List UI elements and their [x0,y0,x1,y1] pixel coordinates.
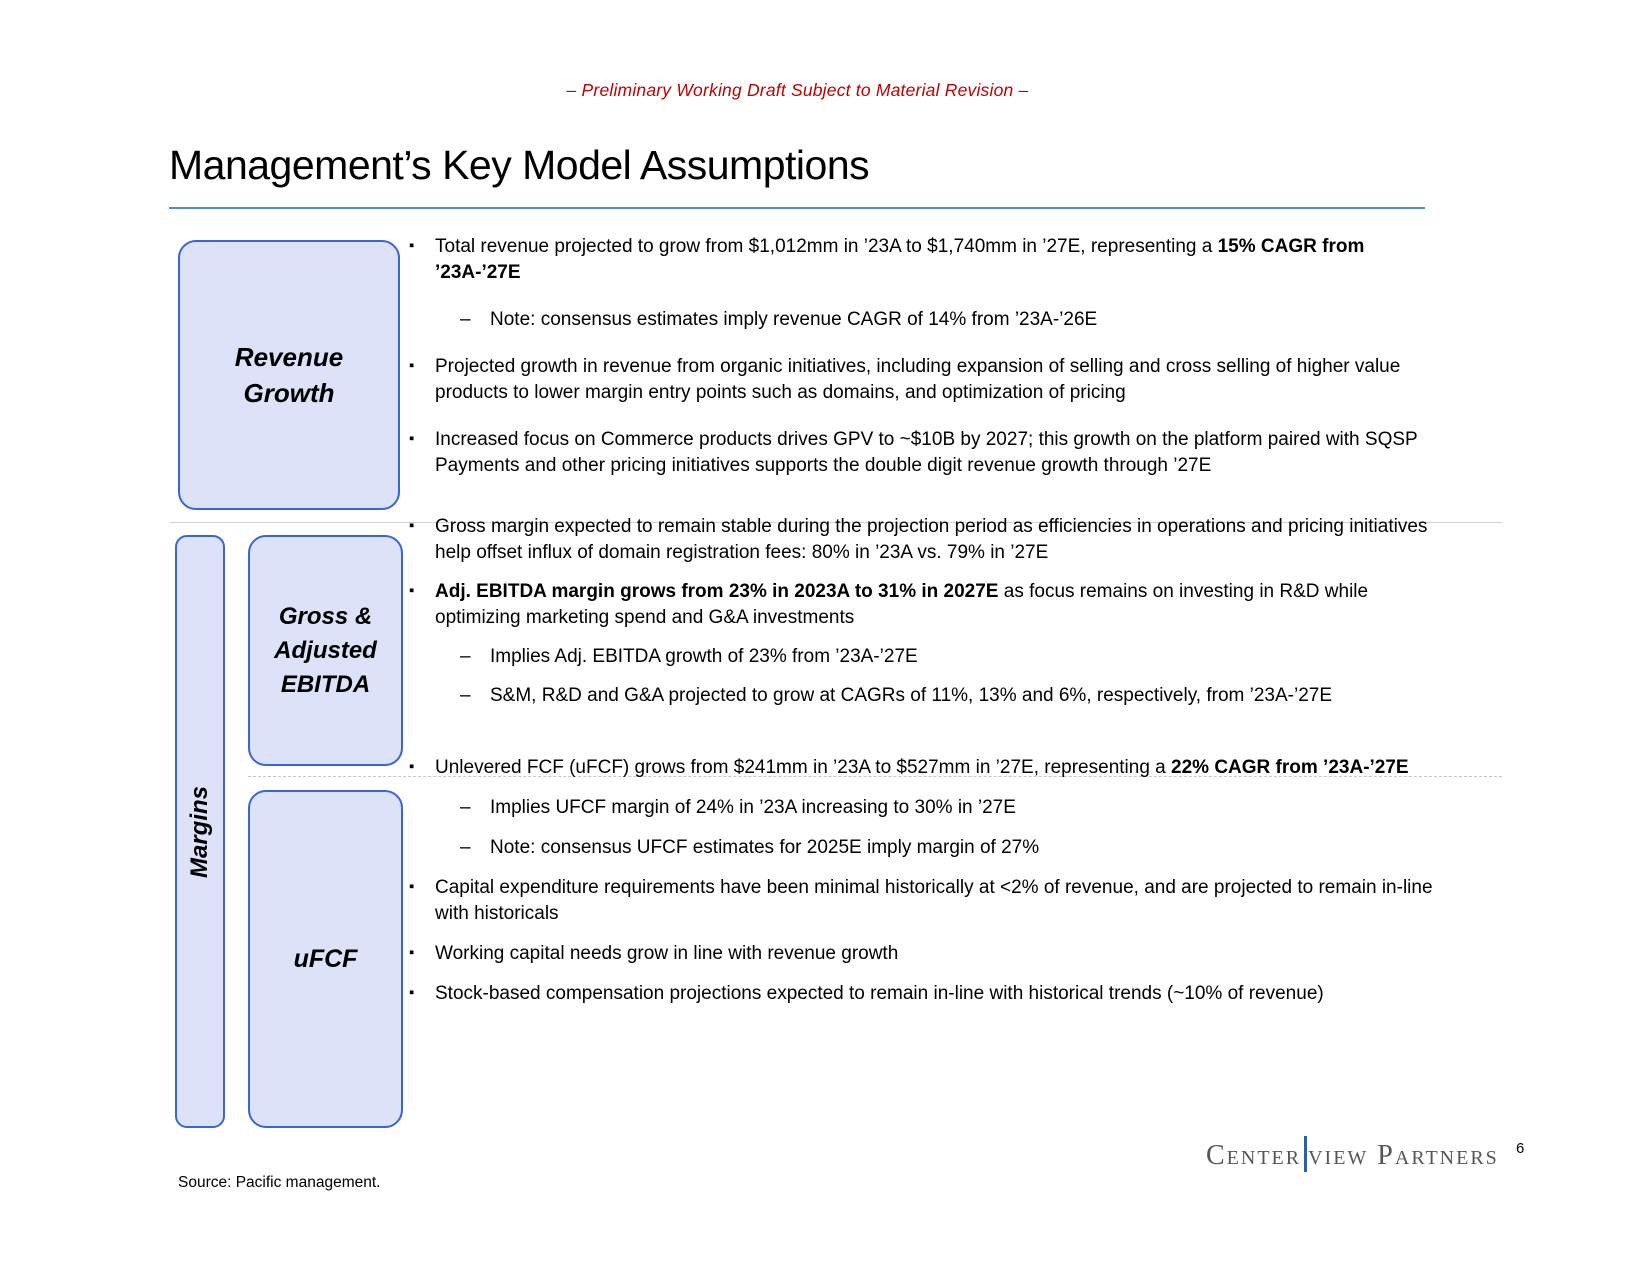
bullet-text: Implies UFCF margin of 24% in ’23A incre… [490,797,1016,818]
sub-bullet-item: Implies Adj. EBITDA growth of 23% from ’… [460,644,1453,670]
label-box-revenue-growth: Revenue Growth [178,240,400,510]
bullet-text-bold: 22% CAGR from ’23A-’27E [1171,757,1409,778]
label-box-gross-adjusted-ebitda: Gross & Adjusted EBITDA [248,535,403,766]
sub-bullet-item: Implies UFCF margin of 24% in ’23A incre… [460,795,1453,821]
sub-bullet-item: Note: consensus UFCF estimates for 2025E… [460,835,1453,861]
bullet-item: Increased focus on Commerce products dri… [408,426,1440,479]
gross-adjusted-ebitda-bullets: Gross margin expected to remain stable d… [408,513,1453,722]
page-title: Management’s Key Model Assumptions [169,142,870,188]
page-number: 6 [1516,1140,1525,1157]
bullet-text: Stock-based compensation projections exp… [435,983,1324,1004]
bullet-text-bold: 15% CAGR from ’23A-’27E [435,236,1365,283]
title-underline [169,207,1425,209]
gross-adjusted-ebitda-label: Gross & Adjusted EBITDA [274,602,377,698]
bullet-item: Capital expenditure requirements have be… [408,874,1453,927]
bullet-item: Projected growth in revenue from organic… [408,353,1440,406]
bullet-item: Unlevered FCF (uFCF) grows from $241mm i… [408,754,1453,781]
bullet-item: Stock-based compensation projections exp… [408,980,1453,1007]
bullet-text: S&M, R&D and G&A projected to grow at CA… [490,685,1333,706]
bullet-text: Projected growth in revenue from organic… [435,356,1401,403]
source-note: Source: Pacific management. [178,1174,381,1191]
bullet-text: as focus remains on investing in R&D whi… [435,581,1369,628]
ufcf-label: uFCF [293,944,358,973]
sub-bullet-item: Note: consensus estimates imply revenue … [460,307,1440,333]
bullet-text: Note: consensus estimates imply revenue … [490,309,1098,330]
bullet-text: Increased focus on Commerce products dri… [435,429,1418,476]
bullet-text: Capital expenditure requirements have be… [435,877,1433,924]
bullet-text: Implies Adj. EBITDA growth of 23% from ’… [490,646,918,667]
bullet-item: Working capital needs grow in line with … [408,940,1453,967]
revenue-growth-bullets: Total revenue projected to grow from $1,… [408,233,1440,500]
bullet-item: Gross margin expected to remain stable d… [408,513,1453,566]
revenue-growth-label: Revenue Growth [234,342,344,408]
label-box-ufcf: uFCF [248,790,403,1128]
logo-divider-bar [1304,1136,1308,1172]
bullet-text: Unlevered FCF (uFCF) grows from $241mm i… [435,757,1172,778]
bullet-item: Adj. EBITDA margin grows from 23% in 202… [408,578,1453,631]
logo-text-left: Center [1206,1140,1302,1171]
logo-text-right: view Partners [1308,1140,1499,1171]
bullet-text: Working capital needs grow in line with … [435,943,899,964]
bullet-text-bold: Adj. EBITDA margin grows from 23% in 202… [435,581,999,602]
bullet-item: Total revenue projected to grow from $1,… [408,233,1440,286]
label-box-margins: Margins [175,535,225,1128]
ufcf-bullets: Unlevered FCF (uFCF) grows from $241mm i… [408,754,1453,1021]
bullet-text: Note: consensus UFCF estimates for 2025E… [490,837,1040,858]
bullet-text: Total revenue projected to grow from $1,… [435,236,1218,257]
draft-notice: – Preliminary Working Draft Subject to M… [566,80,1029,100]
bullet-text: Gross margin expected to remain stable d… [435,516,1428,563]
sub-bullet-item: S&M, R&D and G&A projected to grow at CA… [460,683,1453,709]
margins-label: Margins [186,785,214,878]
